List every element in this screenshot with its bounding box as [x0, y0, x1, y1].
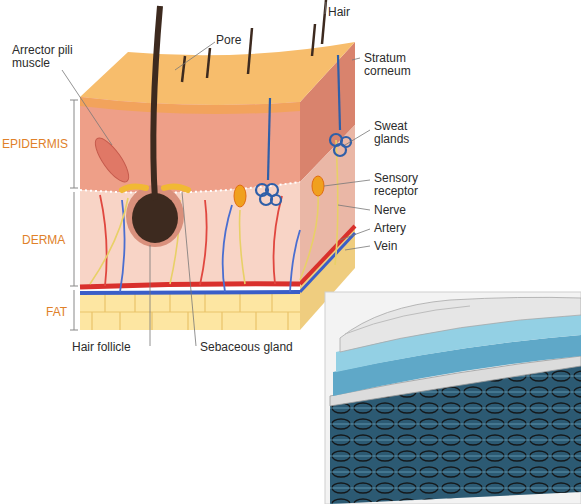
- sweat-gland: [256, 55, 351, 205]
- skin-front-face: [80, 97, 300, 330]
- layer-label: DERMA: [22, 234, 65, 247]
- layer-bracket: [70, 100, 78, 330]
- mattress-illustration: [325, 292, 581, 504]
- arrector-pili-muscle: [90, 134, 135, 187]
- part-label: Sensory receptor: [374, 172, 444, 198]
- skin-top-face: [80, 42, 355, 105]
- part-label: Nerve: [374, 204, 406, 217]
- part-label: Artery: [374, 222, 406, 235]
- nerves: [90, 140, 338, 284]
- hairs: [182, 0, 326, 82]
- part-label: Sebaceous gland: [200, 341, 293, 354]
- layer-label: EPIDERMIS: [2, 138, 68, 151]
- sensory-receptor: [234, 176, 324, 207]
- part-label: Arrector pili muscle: [12, 44, 82, 70]
- sebaceous-gland: [122, 186, 188, 190]
- layer-label: FAT: [46, 306, 67, 319]
- part-label: Sweat glands: [374, 120, 434, 146]
- leader-line: [62, 2, 370, 346]
- part-label: Stratum corneum: [364, 52, 434, 78]
- part-label: Vein: [374, 240, 397, 253]
- part-label: Pore: [216, 34, 241, 47]
- part-label: Hair: [328, 6, 350, 19]
- hair-follicle: [126, 6, 184, 247]
- part-label: Hair follicle: [72, 341, 131, 354]
